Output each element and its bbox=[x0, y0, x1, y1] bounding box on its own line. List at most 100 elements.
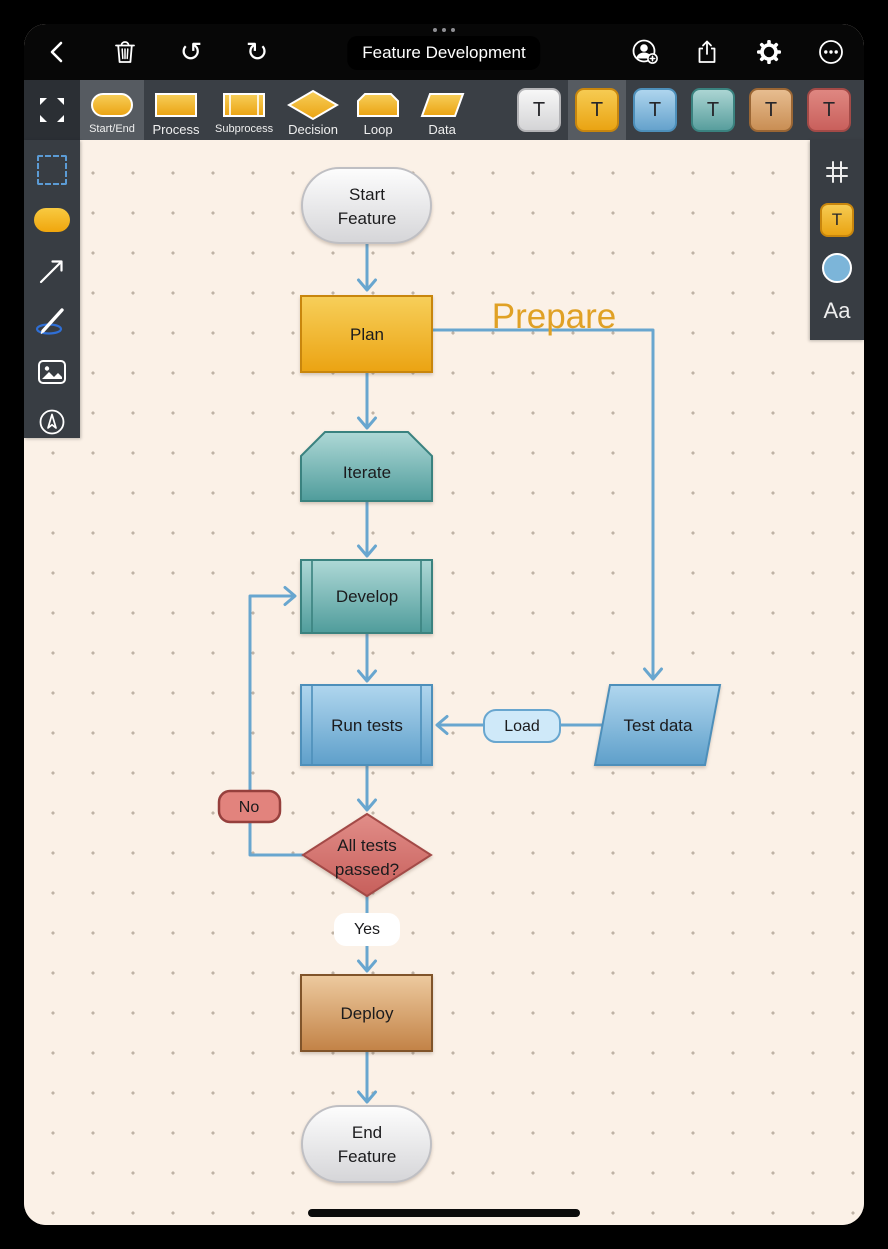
diagram-canvas[interactable]: Prepare Start Feature Plan Iterate bbox=[24, 140, 864, 1225]
style-swatch-teal[interactable]: T bbox=[691, 88, 735, 132]
share-icon[interactable] bbox=[692, 37, 722, 67]
undo-icon[interactable]: ↺ bbox=[179, 36, 203, 68]
settings-gear-icon[interactable] bbox=[754, 37, 784, 67]
swatch-white-wrap: T bbox=[510, 80, 568, 140]
pen-tool[interactable] bbox=[34, 305, 70, 337]
tool-subprocess[interactable]: Subprocess bbox=[208, 80, 280, 140]
tool-subprocess-label: Subprocess bbox=[215, 123, 274, 135]
add-collaborator-icon[interactable] bbox=[630, 37, 660, 67]
edge-label-no[interactable]: No bbox=[217, 789, 282, 824]
pointer-icon bbox=[39, 409, 65, 435]
style-panel: T Aa bbox=[810, 140, 864, 340]
tool-loop-label: Loop bbox=[363, 122, 393, 137]
edge-label-yes-text: Yes bbox=[354, 921, 380, 938]
tool-decision-label: Decision bbox=[288, 122, 339, 137]
font-button[interactable]: Aa bbox=[823, 298, 851, 324]
arrow-icon bbox=[39, 259, 63, 283]
expand-tool[interactable] bbox=[24, 80, 80, 140]
connector-decision-develop-no[interactable] bbox=[248, 594, 303, 857]
arrow-tool[interactable] bbox=[34, 255, 70, 286]
node-plan[interactable]: Plan bbox=[300, 295, 433, 373]
style-swatch-red[interactable]: T bbox=[807, 88, 851, 132]
nav-left-group: ↺ ↻ bbox=[24, 37, 272, 67]
style-swatch-blue[interactable]: T bbox=[633, 88, 677, 132]
image-tool[interactable] bbox=[34, 356, 70, 387]
node-decision-line2: passed? bbox=[335, 860, 399, 879]
edge-label-no-text: No bbox=[239, 799, 260, 816]
back-icon[interactable] bbox=[44, 37, 74, 67]
connector-plan-testdata[interactable] bbox=[432, 328, 655, 678]
node-start[interactable]: Start Feature bbox=[301, 167, 432, 244]
node-decision[interactable]: All tests passed? bbox=[301, 812, 433, 898]
swatch-letter: T bbox=[590, 98, 604, 121]
node-end-line1: End bbox=[352, 1123, 382, 1142]
expand-icon bbox=[40, 98, 64, 122]
home-indicator[interactable] bbox=[308, 1209, 580, 1217]
shape-toolbar: Start/End Process Subprocess Decision Lo… bbox=[80, 80, 864, 140]
node-run-tests[interactable]: Run tests bbox=[300, 684, 433, 766]
node-start-line1: Start bbox=[349, 185, 385, 204]
edge-label-prepare[interactable]: Prepare bbox=[492, 297, 617, 336]
swatch-letter: T bbox=[706, 98, 720, 121]
node-test-data-label: Test data bbox=[624, 716, 694, 735]
swatch-tan-wrap: T bbox=[742, 80, 800, 140]
tool-data[interactable]: Data bbox=[410, 80, 474, 140]
document-title-text: Feature Development bbox=[362, 43, 526, 62]
tool-sidebar bbox=[24, 140, 80, 438]
swatch-letter: T bbox=[648, 98, 662, 121]
pointer-tool[interactable] bbox=[34, 407, 70, 438]
tool-process[interactable]: Process bbox=[144, 80, 208, 140]
node-decision-line1: All tests bbox=[337, 836, 397, 855]
tool-start-end[interactable]: Start/End bbox=[80, 80, 144, 140]
text-style-swatch[interactable]: T bbox=[820, 203, 854, 238]
swatch-red-wrap: T bbox=[800, 80, 858, 140]
style-swatch-yellow[interactable]: T bbox=[575, 88, 619, 132]
tool-process-label: Process bbox=[152, 122, 200, 137]
app-screen: ↺ ↻ bbox=[24, 24, 864, 1225]
node-deploy-label: Deploy bbox=[341, 1004, 394, 1023]
tool-loop[interactable]: Loop bbox=[346, 80, 410, 140]
nav-bar: ↺ ↻ bbox=[24, 24, 864, 80]
edge-label-load[interactable]: Load bbox=[483, 709, 561, 743]
node-run-tests-label: Run tests bbox=[331, 716, 403, 735]
marquee-select-tool[interactable] bbox=[34, 154, 70, 185]
redo-icon[interactable]: ↻ bbox=[245, 36, 269, 68]
image-icon bbox=[38, 359, 66, 384]
text-style-letter: T bbox=[831, 210, 843, 230]
node-start-line2: Feature bbox=[338, 209, 397, 228]
stadium-icon bbox=[34, 208, 70, 233]
edge-label-load-text: Load bbox=[504, 718, 540, 735]
marquee-icon bbox=[37, 154, 67, 185]
shape-palette: Start/End Process Subprocess Decision Lo… bbox=[80, 80, 474, 140]
more-ellipsis-icon[interactable] bbox=[816, 37, 846, 67]
fill-color-button[interactable] bbox=[822, 252, 852, 283]
swatch-blue-wrap: T bbox=[626, 80, 684, 140]
node-end-line2: Feature bbox=[338, 1147, 397, 1166]
swatch-teal-wrap: T bbox=[684, 80, 742, 140]
node-test-data[interactable]: Test data bbox=[593, 684, 722, 766]
style-swatch-white[interactable]: T bbox=[517, 88, 561, 132]
multitasking-dots[interactable] bbox=[433, 28, 455, 32]
swatch-letter: T bbox=[764, 98, 778, 121]
node-deploy[interactable]: Deploy bbox=[300, 974, 433, 1052]
nav-right-group bbox=[630, 37, 864, 67]
node-plan-label: Plan bbox=[350, 325, 384, 344]
shape-tool[interactable] bbox=[34, 204, 70, 235]
node-iterate-label: Iterate bbox=[343, 463, 391, 482]
swatch-letter: T bbox=[532, 98, 546, 121]
node-develop[interactable]: Develop bbox=[300, 559, 433, 634]
grid-icon bbox=[826, 160, 848, 183]
connectors bbox=[248, 243, 663, 1104]
document-title[interactable]: Feature Development bbox=[347, 36, 541, 70]
node-end[interactable]: End Feature bbox=[301, 1105, 432, 1183]
tool-decision[interactable]: Decision bbox=[280, 80, 346, 140]
grid-toggle[interactable] bbox=[819, 156, 855, 188]
tool-start-end-label: Start/End bbox=[89, 123, 135, 135]
node-iterate[interactable]: Iterate bbox=[300, 431, 433, 502]
style-swatch-tan[interactable]: T bbox=[749, 88, 793, 132]
pen-icon bbox=[35, 308, 64, 335]
edge-label-yes[interactable]: Yes bbox=[334, 913, 400, 946]
swatch-yellow-wrap: T bbox=[568, 80, 626, 140]
trash-icon[interactable] bbox=[110, 37, 140, 67]
